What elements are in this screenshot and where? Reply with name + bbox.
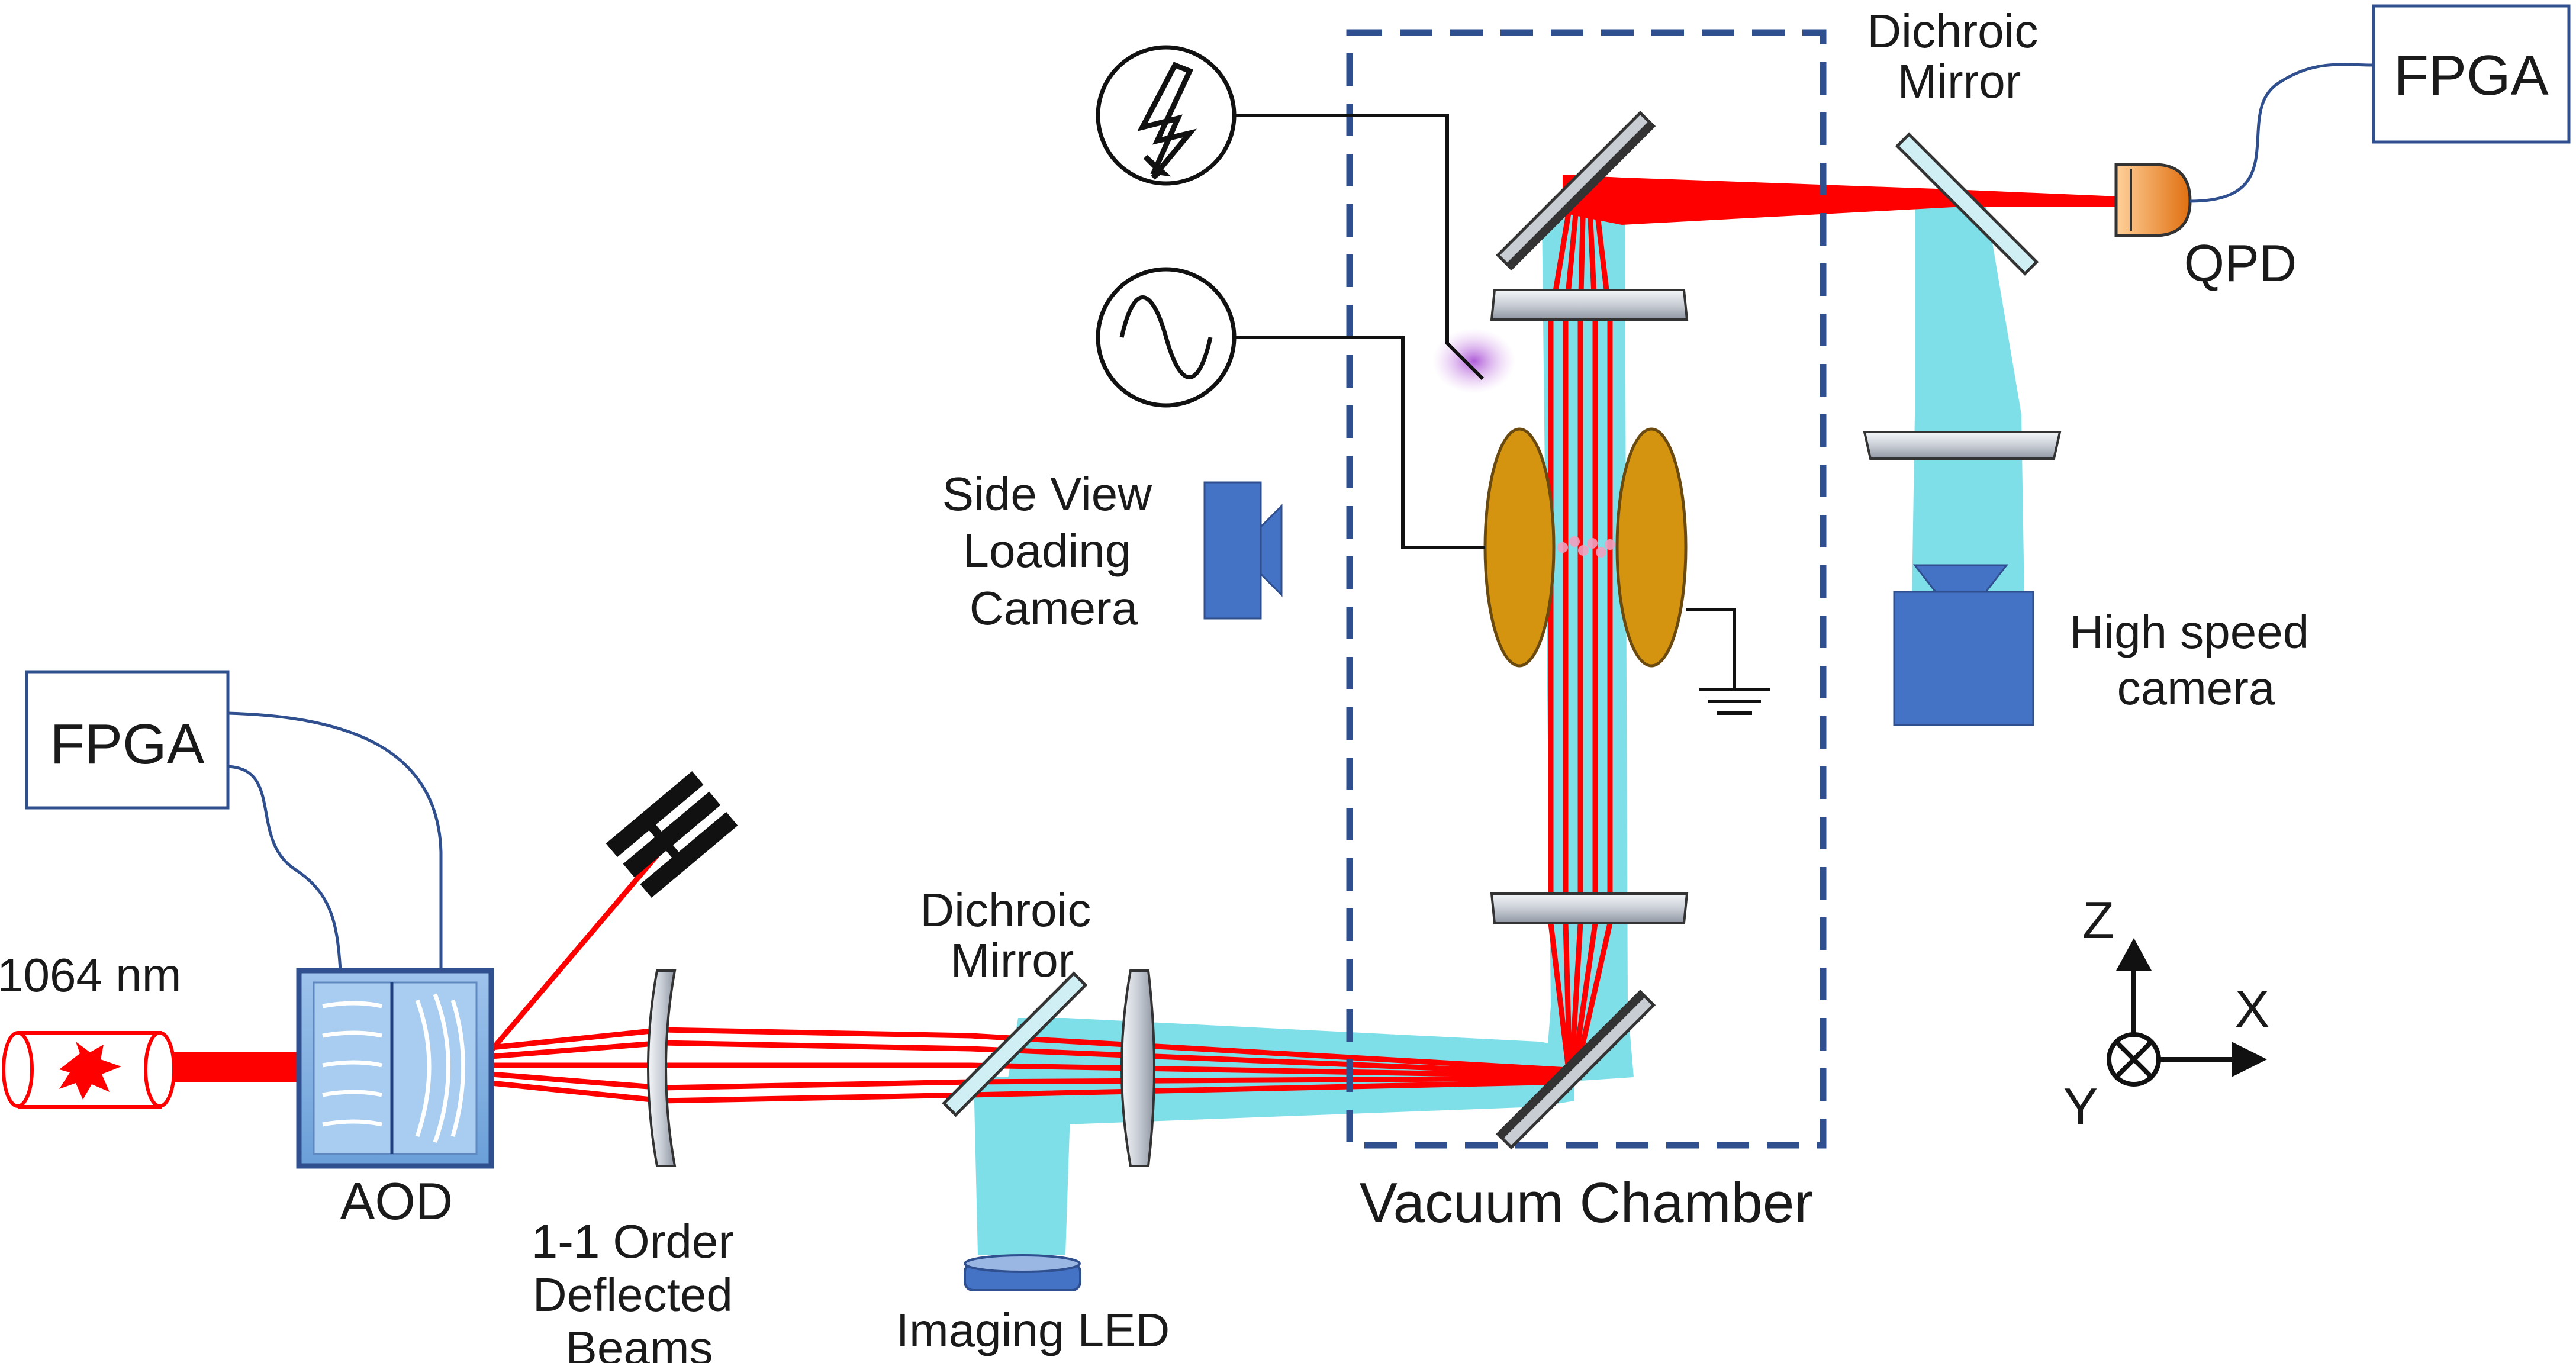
ground-icon bbox=[1699, 688, 1770, 715]
chamber-lens-top bbox=[1490, 289, 1689, 321]
axis-x-arrowhead bbox=[2232, 1042, 2267, 1077]
axis-z-label: Z bbox=[2082, 891, 2114, 949]
coordinate-axes bbox=[2107, 938, 2267, 1087]
chamber-lens-bottom bbox=[1490, 892, 1689, 924]
axis-x-label: X bbox=[2235, 979, 2270, 1038]
top-horizontal-beam bbox=[1563, 175, 2119, 225]
zero-order-beam bbox=[489, 833, 677, 1052]
ac-wire bbox=[1234, 336, 1485, 549]
wavelength-label: 1064 nm bbox=[0, 949, 181, 1001]
chamber-mirror-bottom bbox=[1496, 990, 1656, 1150]
side-view-camera bbox=[1203, 481, 1283, 620]
dichroic-left-label: Dichroic Mirror bbox=[920, 884, 1104, 987]
deflected-beams-label: 1-1 Order Deflected Beams bbox=[532, 1215, 748, 1363]
dichroic-upper-beam bbox=[1912, 204, 2024, 598]
hv-source bbox=[1096, 45, 1237, 186]
trapped-particles bbox=[1557, 536, 1615, 558]
aod-crystal-ripples bbox=[322, 993, 465, 1143]
aod-label: AOD bbox=[340, 1172, 453, 1230]
axis-y-cross-2 bbox=[2114, 1040, 2153, 1079]
chamber-mirror-top bbox=[1496, 111, 1656, 271]
qpd-fpga-cable bbox=[2189, 63, 2374, 203]
axis-z-arrowhead bbox=[2116, 938, 2152, 971]
dichroic-mirror-left bbox=[942, 971, 1088, 1117]
laser-tube-rear bbox=[144, 1031, 176, 1108]
qpd-body bbox=[2114, 163, 2192, 237]
lens-after-aod bbox=[647, 969, 677, 1167]
vacuum-chamber-boundary bbox=[1346, 29, 1827, 1149]
fpga-right-box bbox=[2372, 4, 2571, 144]
axis-y-label: Y bbox=[2063, 1077, 2098, 1136]
fpga-left-box bbox=[25, 670, 230, 810]
dichroic-right-label: Dichroic Mirror bbox=[1867, 5, 2051, 108]
dichroic-mirror-right bbox=[1895, 132, 2039, 276]
electrical-wires bbox=[1234, 114, 1736, 689]
qpd bbox=[2114, 163, 2192, 237]
high-voltage-lightning-icon bbox=[1137, 62, 1197, 180]
side-view-camera-label: Side View Loading Camera bbox=[942, 468, 1165, 634]
aod bbox=[296, 968, 494, 1169]
lens-before-chamber bbox=[1120, 969, 1155, 1167]
vertical-beam-bundle bbox=[1548, 195, 1613, 1079]
led-top bbox=[964, 1254, 1081, 1273]
side-camera-lens bbox=[1260, 504, 1283, 597]
hv-wire bbox=[1234, 114, 1485, 381]
imaging-led bbox=[964, 1254, 1081, 1291]
imaging-lens bbox=[1863, 431, 2062, 460]
imaging-led-label: Imaging LED bbox=[896, 1304, 1170, 1356]
ground-wire bbox=[1686, 608, 1736, 689]
high-speed-camera-label: High speed camera bbox=[2070, 605, 2323, 714]
laser-beams bbox=[148, 175, 2119, 1104]
plasma-glow bbox=[1432, 328, 1515, 394]
high-speed-camera bbox=[1893, 564, 2034, 726]
ac-source bbox=[1096, 267, 1237, 408]
qpd-label: QPD bbox=[2184, 234, 2297, 292]
ac-sine-wave-icon bbox=[1119, 295, 1213, 379]
electrode-left bbox=[1483, 427, 1556, 668]
side-camera-body bbox=[1203, 481, 1262, 620]
laser-spark-icon bbox=[59, 1042, 121, 1100]
vacuum-chamber-label: Vacuum Chamber bbox=[1360, 1171, 1814, 1235]
fpga-aod-cables bbox=[227, 711, 443, 971]
aod-window bbox=[313, 981, 478, 1155]
deflected-beam-bundle bbox=[491, 1027, 1569, 1104]
hs-camera-body bbox=[1893, 591, 2034, 726]
electrode-right bbox=[1615, 427, 1688, 668]
beam-dump bbox=[606, 771, 738, 898]
laser-source bbox=[2, 1031, 176, 1109]
fpga-left-label: FPGA bbox=[50, 713, 204, 776]
laser-tube-front bbox=[2, 1031, 34, 1108]
fpga-right-label: FPGA bbox=[2394, 44, 2548, 107]
